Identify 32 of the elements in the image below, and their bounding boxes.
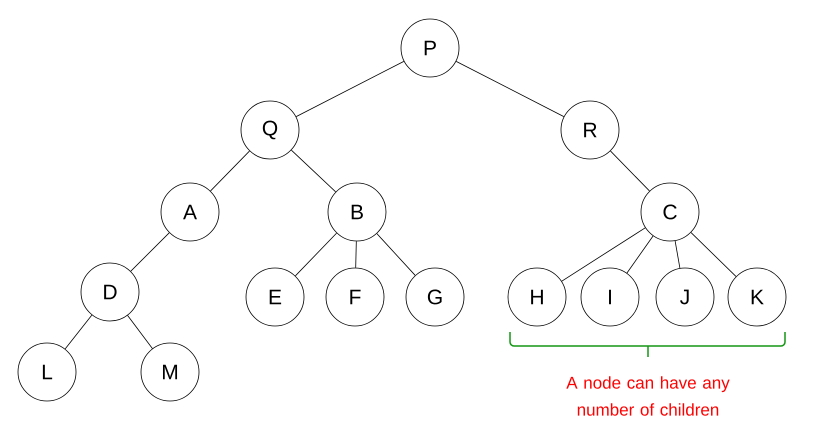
edge-line <box>610 150 650 192</box>
tree-node: E <box>246 268 304 326</box>
tree-node: P <box>400 18 460 78</box>
annotation-text: A node can have any number of children <box>566 376 730 416</box>
edge-line <box>127 315 153 349</box>
tree-node: H <box>508 268 566 326</box>
tree-node: I <box>580 268 640 326</box>
edge-line <box>64 314 92 350</box>
tree-node: L <box>18 342 76 402</box>
tree-node: B <box>328 182 386 242</box>
edge-line <box>690 232 736 277</box>
tree-node: M <box>140 342 200 402</box>
tree-node: K <box>728 268 786 326</box>
tree-node: A <box>160 182 220 242</box>
edge-line <box>355 240 357 268</box>
edge-line <box>674 240 680 268</box>
edge-line <box>130 232 170 272</box>
tree-node: J <box>656 268 714 326</box>
tree-node: R <box>560 100 620 160</box>
tree-node: Q <box>240 100 300 160</box>
edge-line <box>626 236 654 274</box>
tree-node: F <box>326 268 384 326</box>
edge-line <box>296 61 404 117</box>
tree-node: D <box>80 262 140 322</box>
tree-node: G <box>406 268 464 326</box>
edge-line <box>295 232 337 276</box>
tree-node: C <box>640 182 700 242</box>
edge-line <box>376 233 416 276</box>
edge-line <box>561 227 646 282</box>
edge-line <box>210 150 250 192</box>
edge-line <box>291 150 336 192</box>
edge-line <box>456 61 564 117</box>
